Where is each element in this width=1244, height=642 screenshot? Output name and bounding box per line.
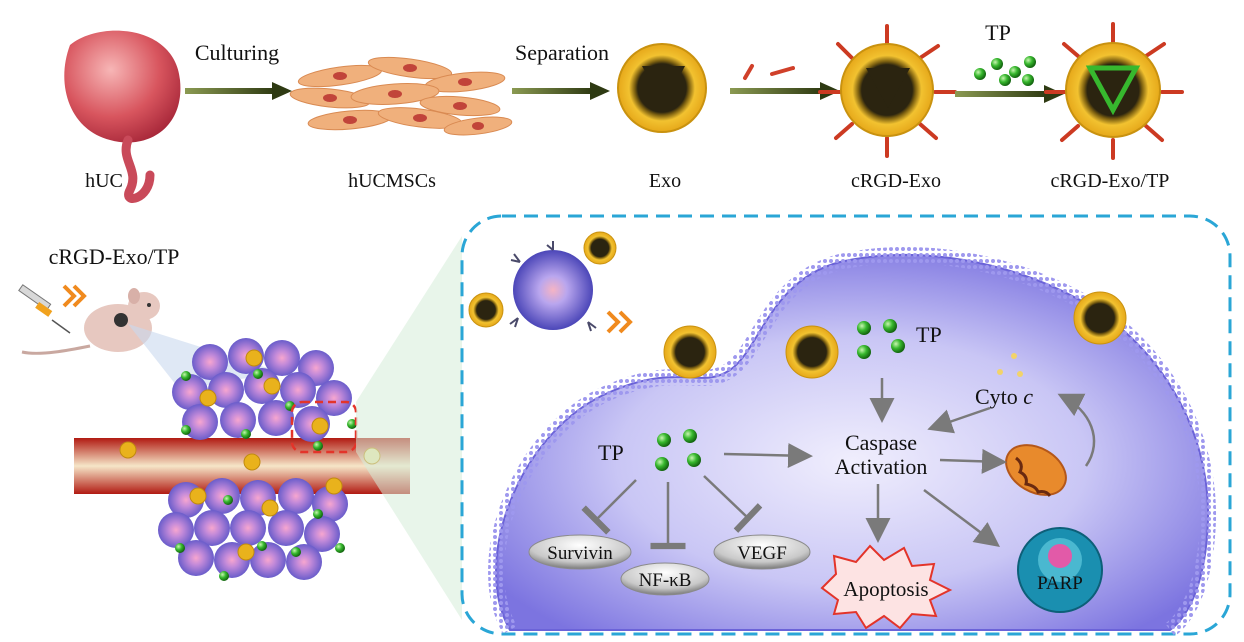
svg-text:Apoptosis: Apoptosis: [843, 577, 928, 601]
cell-entry-chevron-icon: [606, 310, 633, 334]
survivin-node: Survivin: [528, 534, 632, 570]
injection-chevron-icon: [62, 284, 87, 308]
crgd-peptide-icons: [743, 64, 795, 80]
tumor-illustration: [119, 338, 381, 581]
syringe-icon: [18, 284, 71, 334]
step-label-crgd-exo: cRGD-Exo: [851, 170, 941, 192]
tp-drug-icons: [974, 56, 1036, 86]
step-label-huc: hUC: [85, 170, 123, 192]
pathway-arrows: [581, 378, 1096, 550]
injection-label: cRGD-Exo/TP: [49, 244, 180, 269]
tp-arrow-label: TP: [985, 20, 1011, 45]
svg-text:VEGF: VEGF: [737, 543, 787, 564]
step-label-hucmsc: hUCMSCs: [348, 170, 436, 192]
tp-top-label: TP: [916, 322, 942, 347]
step-label-exo: Exo: [649, 170, 681, 192]
cyto-c-dots: [997, 353, 1023, 377]
crgd-exosome-illustration: [818, 24, 957, 158]
exosome-illustration: [617, 43, 707, 133]
tp-top-cluster: [857, 319, 905, 359]
nfkb-node: NF-κB: [620, 562, 710, 596]
umbilical-cord-illustration: [64, 30, 181, 203]
svg-text:NF-κB: NF-κB: [639, 570, 692, 591]
culturing-arrow: [185, 82, 292, 100]
separation-arrow: [512, 82, 610, 100]
tp-left-cluster: [655, 429, 701, 471]
mouse-illustration: [21, 288, 160, 355]
svg-text:Survivin: Survivin: [547, 543, 613, 564]
tumor-cell-membrane: [488, 247, 1217, 637]
tp-left-label: TP: [598, 440, 624, 465]
crgd-exo-tp-illustration: [1044, 22, 1184, 160]
culturing-label: Culturing: [195, 40, 279, 65]
mitochondrion-illustration: [1005, 444, 1067, 497]
caspase-label-line2: Activation: [835, 454, 928, 479]
hucmsc-cells-illustration: [289, 56, 513, 136]
exosome-targeting-icons: [468, 231, 1127, 379]
apoptosis-burst: Apoptosis: [820, 544, 953, 630]
zoom-projection-large: [356, 236, 462, 620]
svg-text:PARP: PARP: [1037, 573, 1083, 594]
vegf-node: VEGF: [713, 534, 811, 570]
step-label-crgd-exo-tp: cRGD-Exo/TP: [1051, 170, 1170, 192]
parp-nucleus-illustration: PARP: [1017, 527, 1103, 613]
cyto-label: Cyto c: [975, 384, 1033, 409]
caspase-label-line1: Caspase: [845, 430, 917, 455]
separation-label: Separation: [515, 40, 609, 65]
